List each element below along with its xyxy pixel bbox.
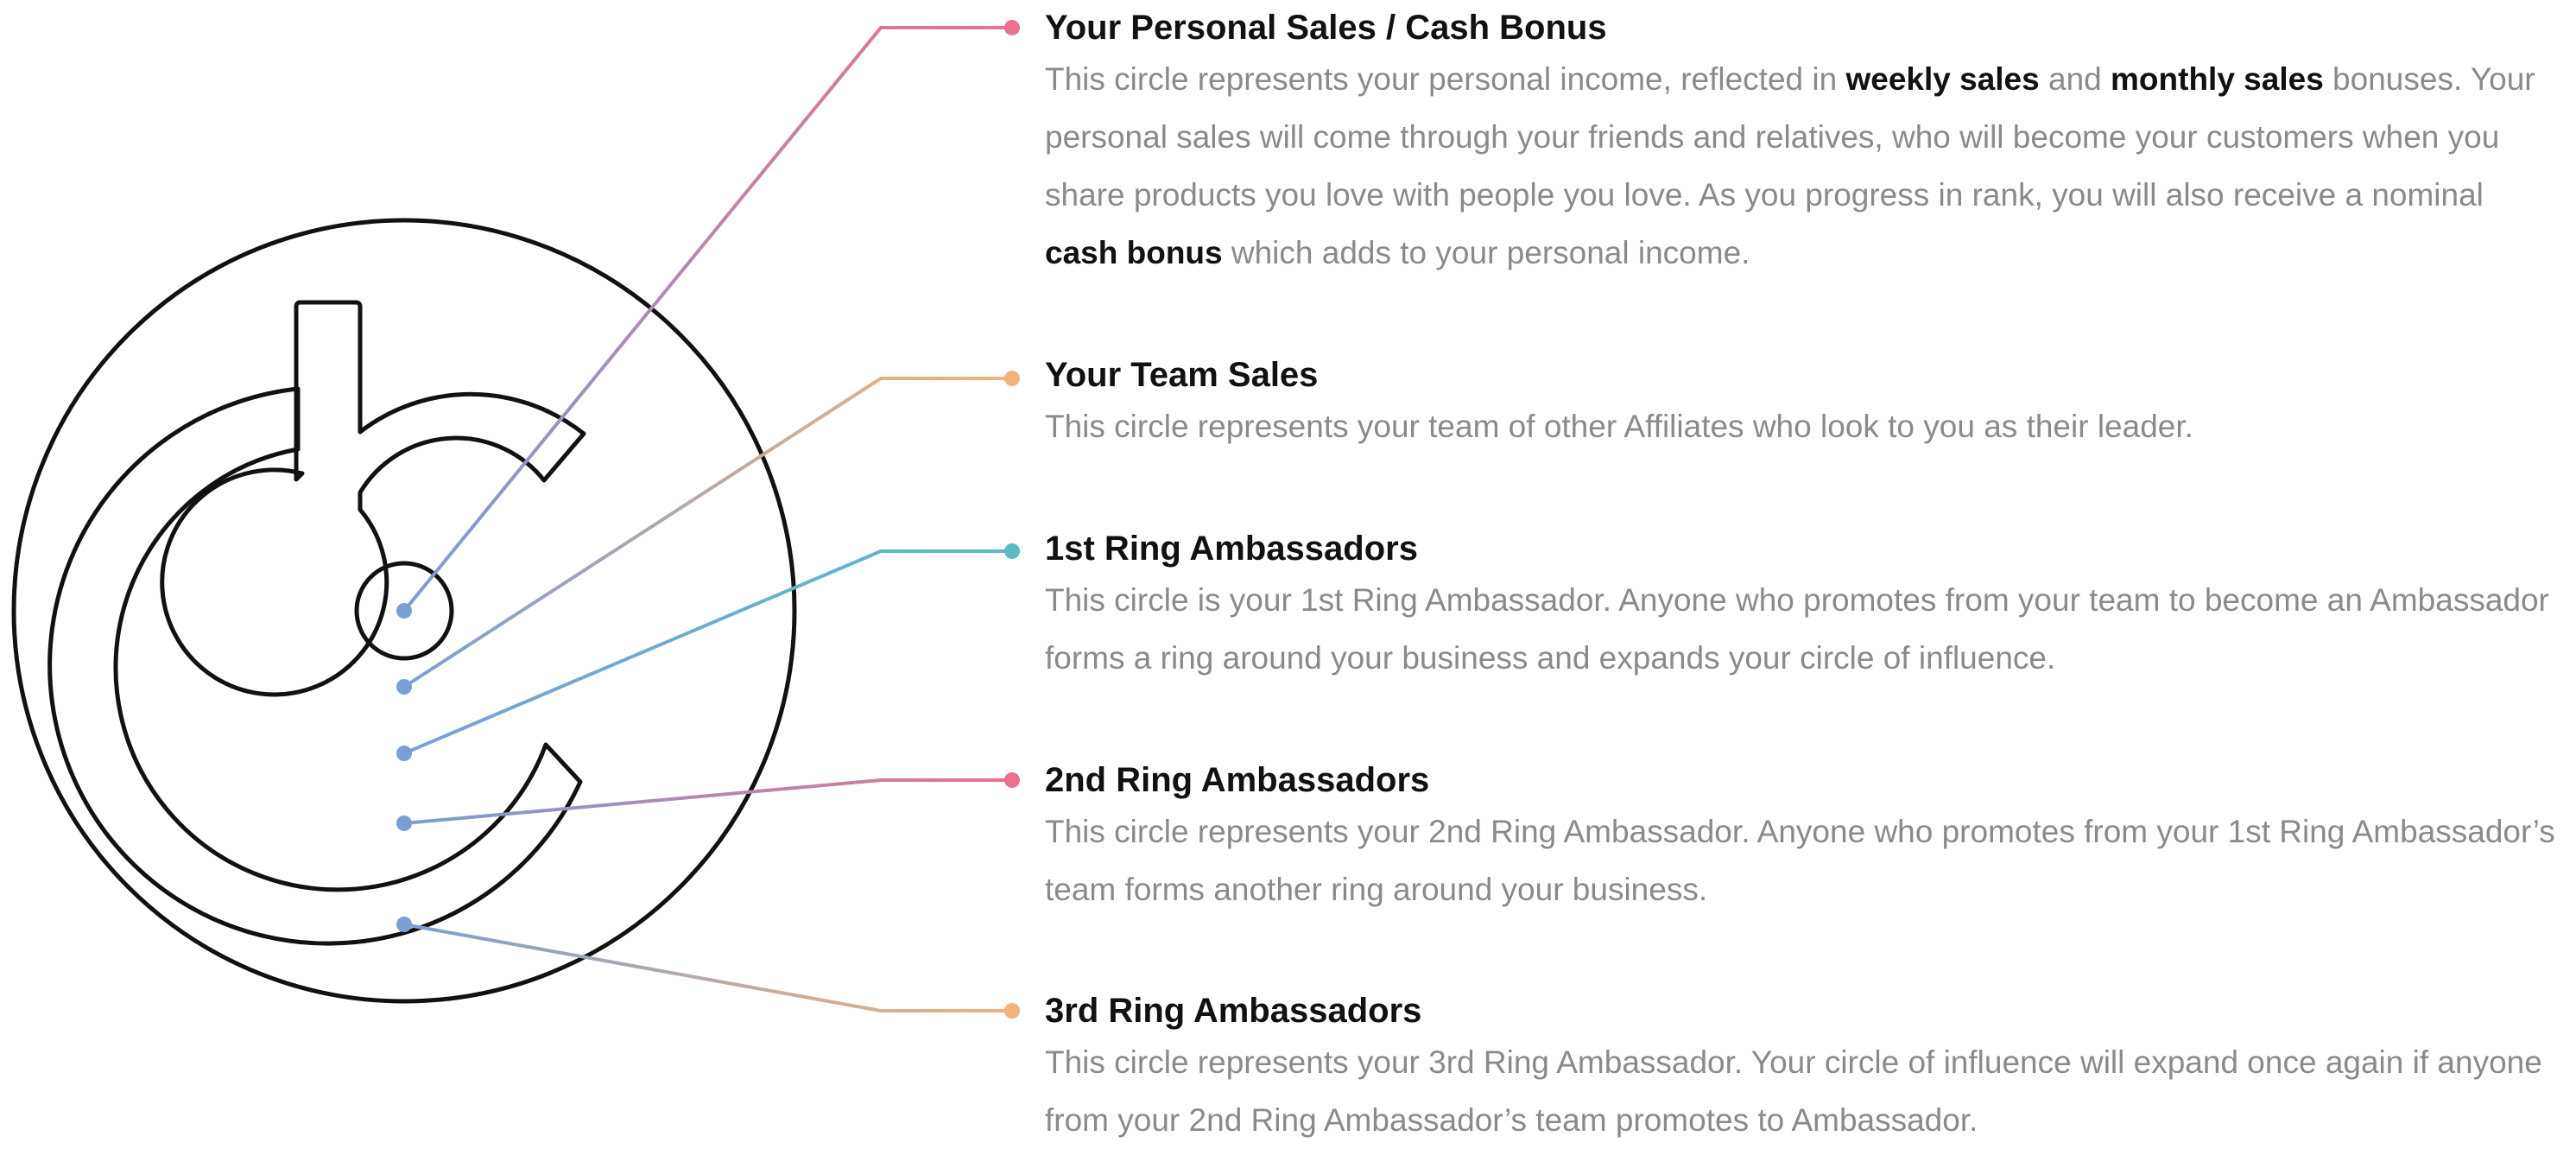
- label-dot-ring3: [1004, 1003, 1020, 1019]
- label-dot-ring1: [1004, 543, 1020, 559]
- section-description: This circle is your 1st Ring Ambassador.…: [1045, 571, 2565, 687]
- description-text: and: [2039, 61, 2111, 97]
- label-dot-team: [1004, 371, 1020, 386]
- endpoint-dot-ring3: [396, 917, 412, 932]
- description-text: This circle represents your 2nd Ring Amb…: [1045, 814, 2555, 907]
- connector-line-ring2: [403, 778, 1009, 825]
- description-text: which adds to your personal income.: [1222, 235, 1750, 270]
- description-text: This circle represents your 3rd Ring Amb…: [1045, 1044, 2542, 1138]
- c-shape: [47, 386, 583, 946]
- label-dot-personal: [1004, 20, 1020, 35]
- connector-line-team: [402, 377, 1009, 689]
- emphasis-text: weekly sales: [1845, 61, 2040, 97]
- section-team-sales: Your Team Sales This circle represents y…: [1045, 352, 2565, 455]
- section-title: Your Team Sales: [1045, 356, 1319, 394]
- label-dot-ring2: [1004, 772, 1020, 788]
- connector-line-ring3: [403, 923, 1009, 1013]
- section-title: 3rd Ring Ambassadors: [1045, 992, 1422, 1030]
- section-title: 2nd Ring Ambassadors: [1045, 761, 1430, 799]
- section-description: This circle represents your 3rd Ring Amb…: [1045, 1033, 2565, 1149]
- outer-ring: [11, 218, 797, 1004]
- section-2nd-ring: 2nd Ring Ambassadors This circle represe…: [1045, 758, 2565, 918]
- section-description: This circle represents your personal inc…: [1045, 50, 2565, 282]
- section-personal-sales: Your Personal Sales / Cash Bonus This ci…: [1045, 5, 2565, 282]
- section-title: 1st Ring Ambassadors: [1045, 530, 1418, 568]
- endpoint-dot-ring1: [396, 746, 412, 761]
- section-title: Your Personal Sales / Cash Bonus: [1045, 9, 1607, 47]
- section-1st-ring: 1st Ring Ambassadors This circle is your…: [1045, 526, 2565, 687]
- endpoint-dot-personal: [396, 603, 412, 619]
- description-text: This circle is your 1st Ring Ambassador.…: [1045, 582, 2549, 676]
- b-shape: [160, 300, 586, 697]
- section-description: This circle represents your 2nd Ring Amb…: [1045, 803, 2565, 918]
- emphasis-text: cash bonus: [1045, 235, 1223, 270]
- section-3rd-ring: 3rd Ring Ambassadors This circle represe…: [1045, 988, 2565, 1149]
- connector-line-ring1: [403, 549, 1009, 755]
- emphasis-text: monthly sales: [2111, 61, 2324, 97]
- description-text: This circle represents your team of othe…: [1045, 409, 2193, 444]
- description-text: This circle represents your personal inc…: [1045, 61, 1846, 97]
- center-ring: [354, 561, 454, 661]
- description-text: bonuses. Your personal sales will come t…: [1045, 61, 2535, 213]
- endpoint-dot-team: [396, 679, 412, 695]
- endpoint-dot-ring2: [396, 816, 412, 831]
- section-description: This circle represents your team of othe…: [1045, 397, 2565, 455]
- connector-line-personal: [402, 26, 1009, 613]
